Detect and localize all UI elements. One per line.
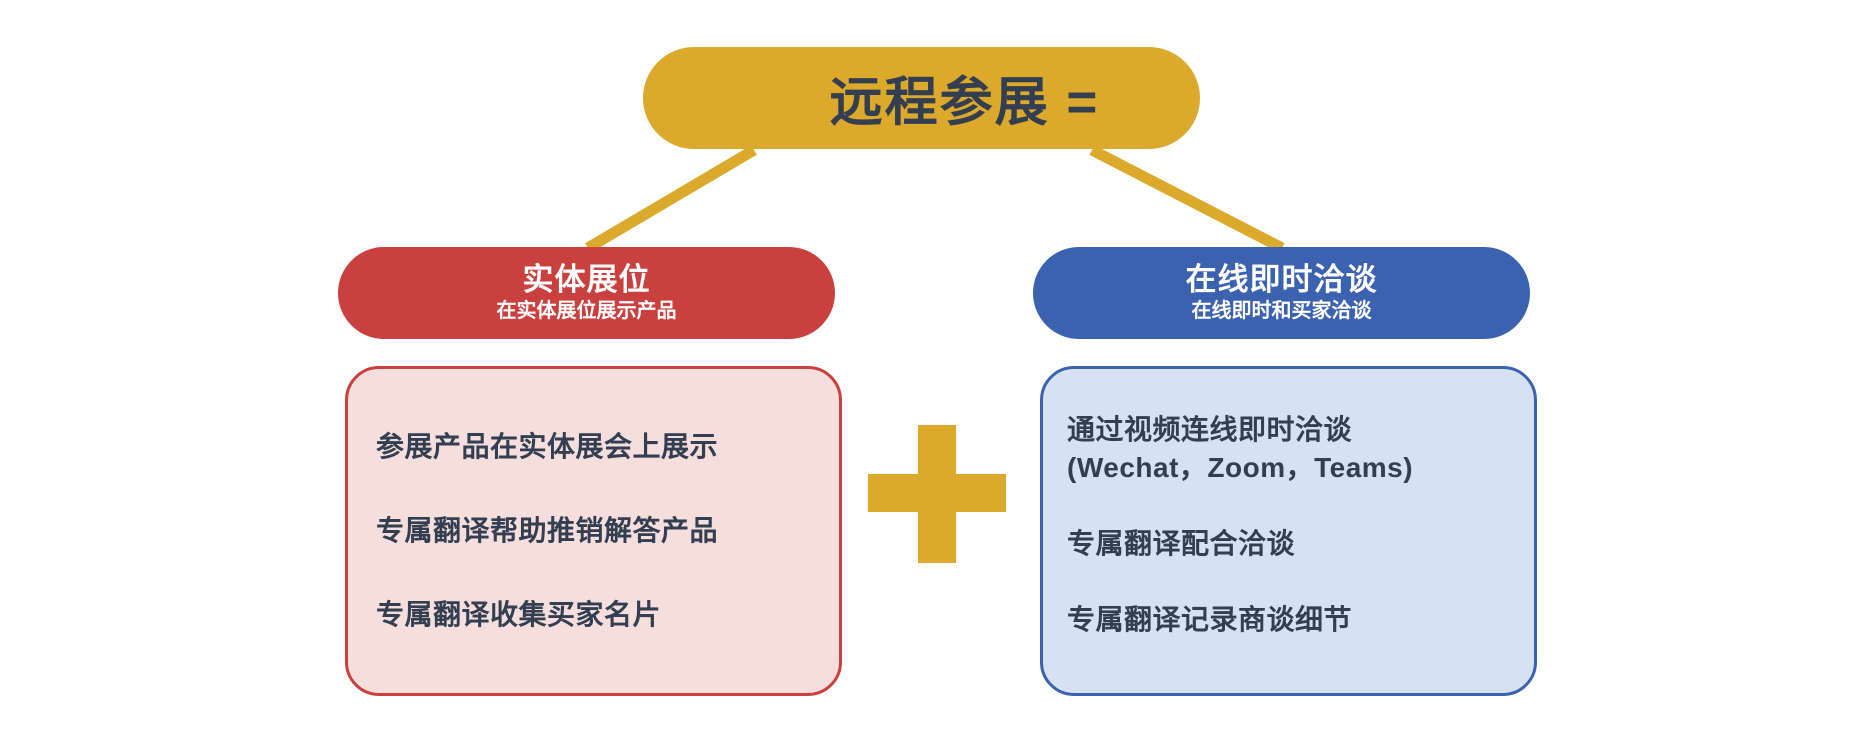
connector-line-right	[1089, 145, 1285, 253]
branch-right-item-4: 专属翻译记录商谈细节	[1067, 604, 1353, 636]
branch-left-title: 实体展位	[522, 261, 651, 297]
branch-left-subtitle: 在实体展位展示产品	[496, 300, 677, 323]
branch-header-right: 在线即时洽谈 在线即时和买家洽谈	[1033, 247, 1530, 339]
branch-left-item-1: 参展产品在实体展会上展示	[376, 430, 719, 462]
branch-right-item-1: 通过视频连线即时洽谈	[1067, 414, 1353, 445]
root-node: 远程参展 =	[643, 47, 1200, 149]
branch-header-left: 实体展位 在实体展位展示产品	[338, 247, 835, 339]
branch-right-item-2: (Wechat，Zoom，Teams)	[1067, 452, 1414, 484]
branch-right-title: 在线即时洽谈	[1185, 261, 1378, 297]
plus-icon	[868, 425, 1006, 563]
root-node-title: 远程参展 =	[829, 73, 1100, 132]
branch-body-right: 通过视频连线即时洽谈 (Wechat，Zoom，Teams) 专属翻译配合洽谈 …	[1040, 366, 1537, 696]
branch-left-item-3: 专属翻译收集买家名片	[376, 599, 662, 631]
branch-right-subtitle: 在线即时和买家洽谈	[1191, 300, 1372, 323]
branch-body-left: 参展产品在实体展会上展示 专属翻译帮助推销解答产品 专属翻译收集买家名片	[345, 366, 842, 696]
connector-line-left	[585, 145, 757, 253]
branch-right-item-3: 专属翻译配合洽谈	[1067, 528, 1296, 560]
plus-icon-vertical-bar	[918, 425, 956, 563]
branch-left-item-2: 专属翻译帮助推销解答产品	[376, 514, 719, 546]
